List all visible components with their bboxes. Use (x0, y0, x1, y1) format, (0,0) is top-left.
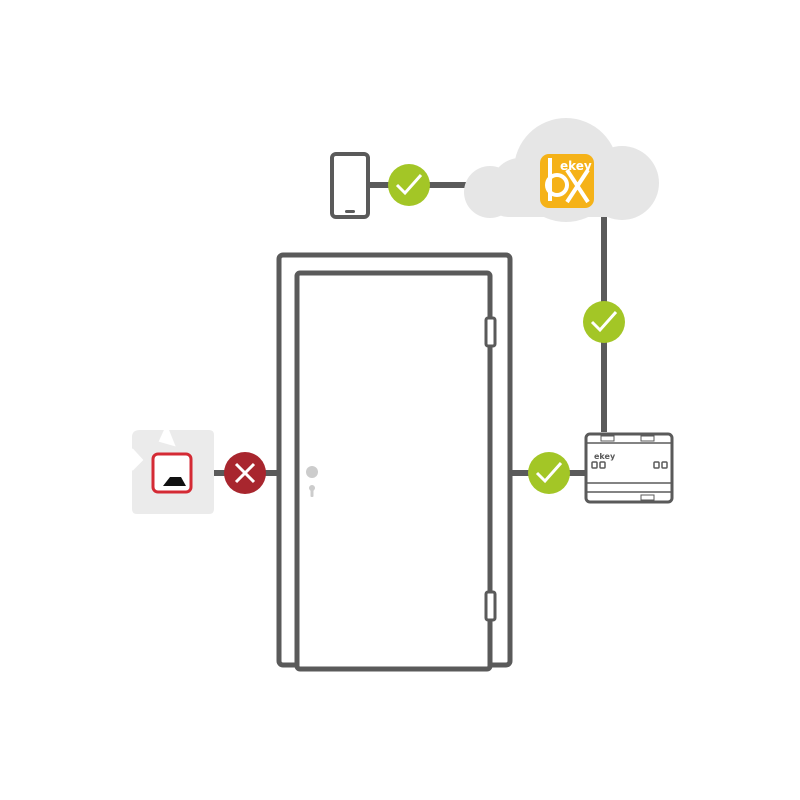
smartphone-icon (330, 152, 370, 219)
door (276, 252, 513, 672)
door-handle-keyhole (306, 466, 318, 497)
cross-icon (234, 462, 256, 484)
reader-sensor-ramp (163, 477, 186, 486)
reader-sensor-frame (151, 452, 193, 494)
terminal-blocks (600, 435, 655, 501)
control-unit-brand-label: ekey (594, 452, 616, 461)
control-unit-status-leds (591, 461, 668, 469)
control-unit: ekey (584, 432, 674, 504)
crack-lines (131, 429, 176, 471)
status-badge-reader-door (224, 452, 266, 494)
fingerprint-reader (131, 429, 214, 514)
door-hinge-top (484, 316, 497, 348)
door-leaf (294, 270, 493, 672)
status-badge-cloud-unit (583, 301, 625, 343)
status-badge-unit-door (528, 452, 570, 494)
control-unit-housing (584, 432, 674, 504)
check-icon (395, 174, 423, 196)
check-icon (535, 462, 563, 484)
status-badge-phone-cloud (388, 164, 430, 206)
check-icon (590, 311, 618, 333)
door-hinge-bottom (484, 590, 497, 622)
ekey-bionyx-app-icon: ekey (540, 154, 594, 208)
